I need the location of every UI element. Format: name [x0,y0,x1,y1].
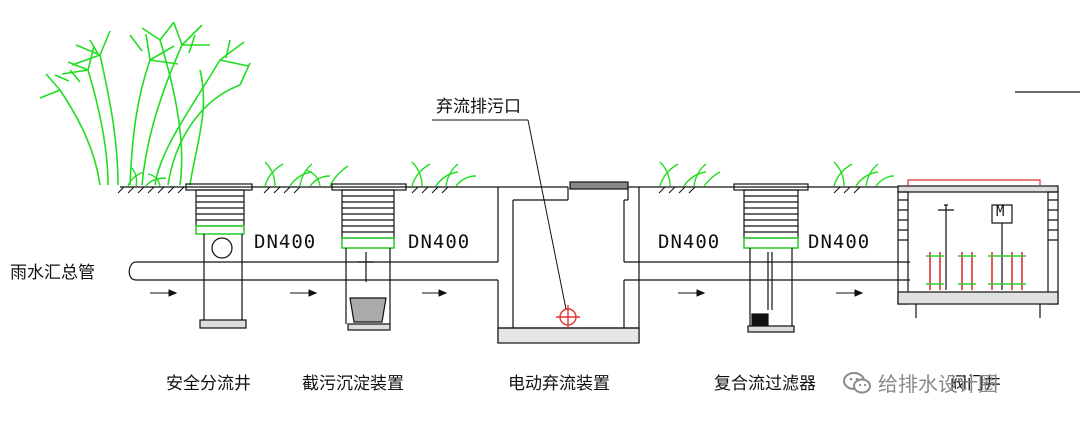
palm-plants [39,21,251,186]
caption-composite-filter: 复合流过滤器 [714,374,816,394]
ground-hatch [117,186,861,194]
watermark-text: 给排水设计圈 [878,372,998,396]
watermark: 给排水设计圈 [842,368,998,397]
flow-arrows [150,289,864,297]
valve-well [897,179,1059,318]
caption-safety-well: 安全分流井 [166,374,251,394]
caption-sediment-device: 截污沉淀装置 [302,374,404,394]
caption-electric-diversion: 电动弃流装置 [508,374,610,394]
composite-filter [733,183,809,333]
pipe-size-label: DN400 [408,231,471,253]
wechat-icon [843,371,871,393]
caption-valve-well: 阀门井 [950,374,1001,394]
pipe-size-label: DN400 [658,231,721,253]
ground-line [120,91,1080,262]
pipe-size-label: DN400 [808,231,871,253]
safety-diversion-well [185,183,253,329]
main-pipe [128,261,910,281]
pipe-size-label: DN400 [254,231,317,253]
discharge-outlet-symbol [556,305,580,329]
sediment-device [331,183,407,331]
main-pipe-label: 雨水汇总管 [10,263,95,283]
discharge-outlet-label: 弃流排污口 [436,97,521,117]
grass-tufts [127,161,895,187]
valve-motor-label: M [996,204,1006,220]
discharge-leader [432,119,567,310]
valve-fittings [926,252,1026,290]
